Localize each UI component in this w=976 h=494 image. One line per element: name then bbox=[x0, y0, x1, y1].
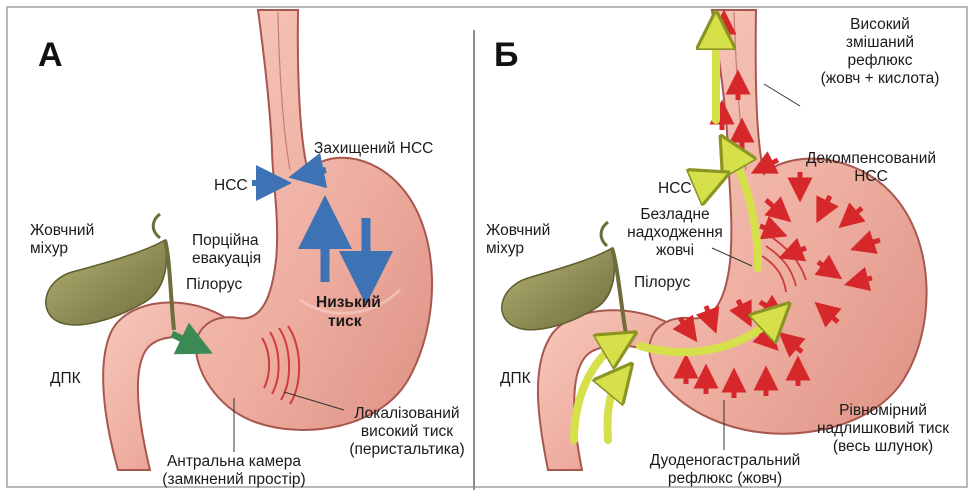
gallbladder-label-b-1: Жовчний bbox=[486, 222, 550, 239]
low-pressure-label-2: тиск bbox=[328, 313, 362, 330]
pylorus-label-b: Пілорус bbox=[634, 274, 690, 291]
mixed-reflux-label-1: Високий bbox=[810, 16, 950, 33]
protected-les-arrow bbox=[306, 170, 326, 174]
gallbladder-label-a-2: міхур bbox=[30, 240, 68, 257]
chaotic-bile-label-2: надходження bbox=[610, 224, 740, 241]
decompensated-les-label-2: НСС bbox=[796, 168, 946, 185]
mixed-reflux-label-3: рефлюкс bbox=[810, 52, 950, 69]
gallbladder-label-b-2: міхур bbox=[486, 240, 524, 257]
antral-label-2: (замкнений простір) bbox=[146, 471, 322, 488]
les-label-a: НСС bbox=[214, 177, 248, 194]
local-pressure-label-1: Локалізований bbox=[340, 405, 474, 422]
dgr-label-2: рефлюкс (жовч) bbox=[630, 470, 820, 487]
chaotic-bile-label-1: Безладне bbox=[610, 206, 740, 223]
panel-a-letter: А bbox=[38, 38, 63, 72]
mixed-reflux-label-4: (жовч + кислота) bbox=[806, 70, 954, 87]
decompensated-les-label-1: Декомпенсований bbox=[796, 150, 946, 167]
les-label-b: НСС bbox=[658, 180, 692, 197]
uniform-pressure-label-2: надлишковий тиск bbox=[808, 420, 958, 437]
portion-label-1: Порційна bbox=[192, 232, 259, 249]
protected-les-label: Захищений НСС bbox=[314, 140, 433, 157]
panel-b-letter: Б bbox=[494, 38, 518, 72]
mixed-reflux-label-2: змішаний bbox=[810, 34, 950, 51]
low-pressure-label-1: Низький bbox=[316, 294, 381, 311]
chaotic-bile-label-3: жовчі bbox=[610, 242, 740, 259]
pylorus-label-a: Пілорус bbox=[186, 276, 242, 293]
duodenum-label-a: ДПК bbox=[50, 370, 81, 387]
gallbladder-label-a-1: Жовчний bbox=[30, 222, 94, 239]
mixed-reflux-leader bbox=[764, 84, 800, 106]
local-pressure-label-3: (перистальтика) bbox=[340, 441, 474, 458]
antral-label-1: Антральна камера bbox=[146, 453, 322, 470]
portion-label-2: евакуація bbox=[192, 250, 261, 267]
uniform-pressure-label-3: (весь шлунок) bbox=[808, 438, 958, 455]
uniform-pressure-label-1: Рівномірний bbox=[808, 402, 958, 419]
panel-a-stomach bbox=[103, 10, 432, 470]
dgr-label-1: Дуоденогастральний bbox=[630, 452, 820, 469]
local-pressure-label-2: високий тиск bbox=[340, 423, 474, 440]
duodenum-label-b: ДПК bbox=[500, 370, 531, 387]
